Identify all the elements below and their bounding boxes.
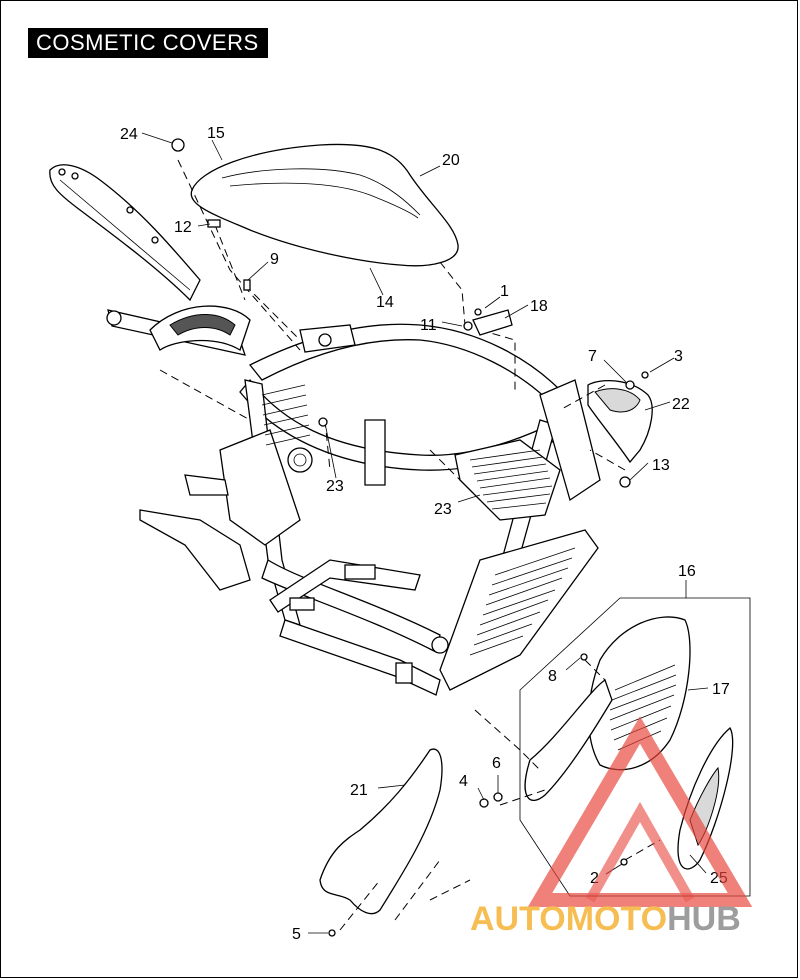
leader-lines bbox=[141, 132, 709, 934]
page-title: COSMETIC COVERS bbox=[28, 28, 268, 58]
front-cover-assembly bbox=[519, 597, 751, 897]
callout-1: 1 bbox=[500, 283, 509, 300]
assembly-lines bbox=[159, 159, 661, 931]
part-22-lower-cover bbox=[319, 748, 443, 915]
callout-25: 24 bbox=[120, 126, 138, 143]
callout-6: 6 bbox=[492, 755, 501, 772]
callout-2: 2 bbox=[590, 870, 599, 887]
callout-8: 8 bbox=[548, 668, 557, 685]
callout-16: 16 bbox=[678, 563, 696, 580]
callout-5: 5 bbox=[292, 926, 301, 943]
callout-7: 7 bbox=[588, 348, 597, 365]
watermark-text: AUTOMOTOHUB bbox=[470, 900, 741, 938]
callout-12: 12 bbox=[174, 219, 192, 236]
callout-14: 14 bbox=[376, 294, 394, 311]
watermark-logo: AUTOMOTOHUB bbox=[470, 716, 753, 938]
callout-20: 20 bbox=[442, 152, 460, 169]
callout-13: 13 bbox=[652, 457, 670, 474]
callout-15: 15 bbox=[207, 125, 225, 142]
callout-4: 4 bbox=[459, 773, 468, 790]
callout-17: 17 bbox=[712, 681, 730, 698]
callout-23-upper: 22 bbox=[672, 396, 690, 413]
callout-23-lower: 23 bbox=[434, 501, 452, 518]
callout-9: 9 bbox=[270, 251, 279, 268]
callout-3: 3 bbox=[674, 348, 683, 365]
callout-11: 11 bbox=[420, 317, 437, 334]
callout-18: 18 bbox=[530, 298, 548, 315]
side-cover-grille bbox=[454, 439, 561, 521]
seat-cover bbox=[190, 143, 459, 267]
hardware bbox=[171, 138, 649, 937]
oil-cooler bbox=[439, 529, 599, 691]
callout-22: 21 bbox=[350, 782, 368, 799]
part-23-cover bbox=[587, 380, 653, 464]
callout-24: 23 bbox=[326, 478, 344, 495]
